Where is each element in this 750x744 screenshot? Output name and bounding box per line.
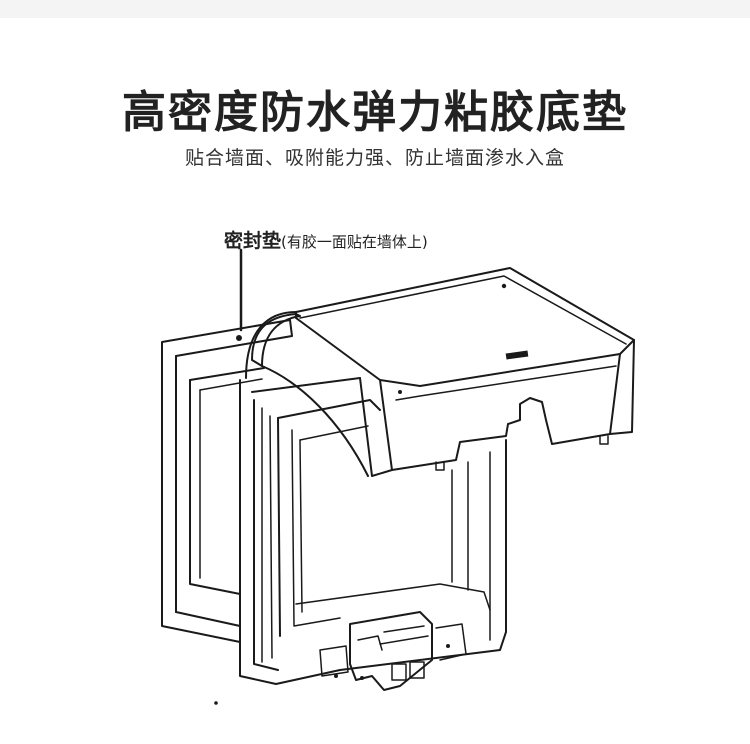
gasket-callout-note: (有胶一面贴在墙体上) — [281, 233, 428, 251]
cord-clamp-block — [319, 611, 467, 691]
stray-dot — [214, 701, 218, 705]
hinge-barrel — [245, 311, 361, 393]
cover-base-frame — [239, 379, 507, 685]
gasket-callout: 密封垫(有胶一面贴在墙体上) — [224, 226, 428, 253]
page-subtitle: 贴合墙面、吸附能力强、防止墙面渗水入盒 — [184, 147, 565, 169]
cover-lid — [261, 267, 635, 477]
gasket-callout-label: 密封垫 — [224, 230, 282, 252]
callout-leader-dot — [236, 335, 242, 341]
gasket-plate — [161, 319, 293, 643]
page-title: 高密度防水弹力粘胶底垫 — [122, 87, 628, 138]
top-divider-strip — [0, 0, 750, 18]
